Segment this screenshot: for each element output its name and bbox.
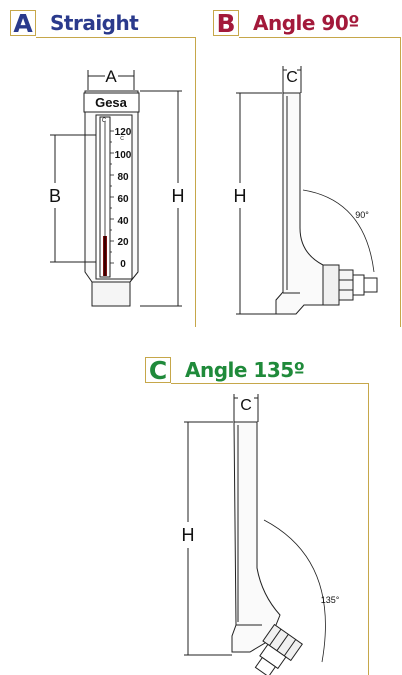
dimension-c-label-b: C (286, 69, 298, 86)
dimension-h-label-a: H (172, 186, 185, 206)
panel-b-frame-top (239, 37, 401, 38)
panel-c-frame-top (171, 383, 369, 384)
panel-b-header: B Angle 90º (213, 9, 360, 38)
scale-tick-label: 20 (117, 237, 129, 248)
dimension-h-label-b: H (234, 186, 247, 206)
straight-scale-ticks (110, 130, 114, 264)
scale-tick-label: 80 (117, 172, 129, 183)
dimension-c-label-c: C (240, 397, 252, 414)
scale-tick-label: 120 (115, 127, 132, 138)
brand-label: Gesa (95, 95, 128, 110)
panel-b-frame-right (400, 37, 401, 327)
scale-tick-label: 0 (120, 259, 126, 270)
panel-a-title: Straight (50, 11, 139, 35)
angle-135-thermometer (184, 394, 326, 675)
panel-a-frame-right (195, 37, 196, 327)
panel-a-letter: A (10, 9, 36, 38)
dimension-h-label-c: H (182, 525, 195, 545)
panel-c-letter: C (145, 356, 171, 385)
angle-90-thermometer (236, 66, 378, 315)
dimension-a-label: A (105, 67, 117, 86)
panel-c-title: Angle 135º (185, 358, 305, 382)
panel-c-frame-right (368, 383, 369, 675)
scale-numbers: 120 100 80 60 40 20 0 (115, 127, 132, 270)
scale-tick-label: 60 (117, 194, 129, 205)
angle-90-label: 90° (355, 210, 369, 220)
scale-unit-label: C (120, 136, 124, 142)
scale-tick-label: 40 (117, 216, 129, 227)
angle-135-label: 135° (321, 595, 340, 605)
dimension-b-label: B (49, 186, 61, 206)
panel-b-letter: B (213, 9, 239, 38)
panel-c-header: C Angle 135º (145, 356, 305, 385)
scale-tick-label: 100 (115, 150, 132, 161)
straight-thermometer (50, 70, 182, 307)
panel-b-title: Angle 90º (253, 11, 360, 35)
panel-a-frame-top (36, 37, 196, 38)
panel-a-header: A Straight (10, 9, 139, 38)
tube-unit-label: C (102, 118, 107, 124)
